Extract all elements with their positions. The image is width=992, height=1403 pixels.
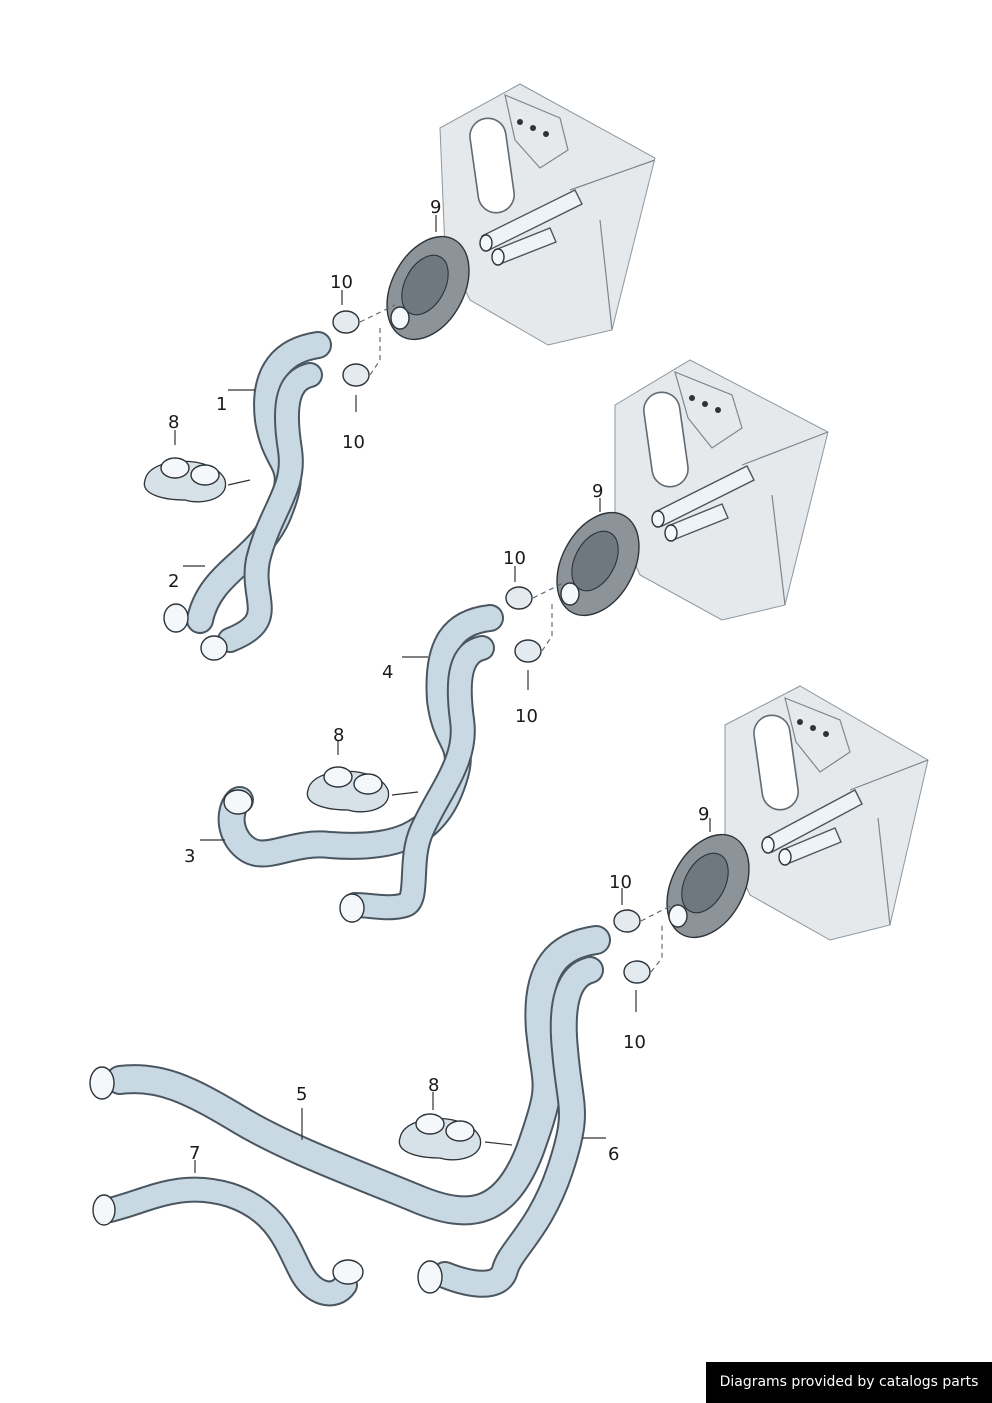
coolant-hose-7 xyxy=(92,1176,364,1307)
callout-6: 6 xyxy=(608,1144,619,1165)
leader-lines-2 xyxy=(200,498,601,841)
callout-7: 7 xyxy=(189,1143,200,1164)
callout-10-a-top: 10 xyxy=(330,272,353,293)
hose-clamps-10-a xyxy=(332,310,370,387)
assembly-group-3: 9 10 10 5 8 7 6 xyxy=(89,685,929,1307)
leader-lines-1 xyxy=(174,215,437,567)
coolant-hose-3-and-4 xyxy=(217,604,504,923)
coolant-hose-6 xyxy=(417,956,604,1298)
callout-1: 1 xyxy=(216,394,227,415)
callout-10-a-bottom: 10 xyxy=(342,432,365,453)
grommet-9-c xyxy=(666,833,750,939)
callout-4: 4 xyxy=(382,662,393,683)
callout-9-a: 9 xyxy=(430,197,441,218)
sealing-flange-8-b xyxy=(306,766,390,813)
heater-core-pipes-2 xyxy=(651,465,755,542)
callout-9-b: 9 xyxy=(592,481,603,502)
sealing-flange-8-c xyxy=(398,1113,482,1161)
callout-3: 3 xyxy=(184,846,195,867)
hose-clamps-10-c xyxy=(613,909,651,984)
assembly-group-2: 9 10 10 4 8 3 xyxy=(184,359,829,923)
callout-5: 5 xyxy=(296,1084,307,1105)
coolant-hose-5 xyxy=(89,925,611,1226)
heater-core-pipes-3 xyxy=(761,789,863,866)
callout-10-b-bottom: 10 xyxy=(515,706,538,727)
callout-8-a: 8 xyxy=(168,412,179,433)
leader-lines-3 xyxy=(194,818,711,1173)
grommet-9-a xyxy=(386,235,470,341)
callout-10-b-top: 10 xyxy=(503,548,526,569)
callout-10-c-top: 10 xyxy=(609,872,632,893)
coolant-hose-1-and-2 xyxy=(163,331,332,661)
credit-banner: Diagrams provided by catalogs parts xyxy=(706,1362,992,1403)
hose-clamps-10-b xyxy=(505,586,542,663)
callout-2: 2 xyxy=(168,571,179,592)
callout-10-c-bottom: 10 xyxy=(623,1032,646,1053)
grommet-9-b xyxy=(556,511,640,617)
assembly-group-1: 9 10 10 1 8 2 xyxy=(143,83,656,661)
heater-core-pipes-1 xyxy=(479,189,583,266)
sealing-flange-8-a xyxy=(143,457,227,503)
callout-8-c: 8 xyxy=(428,1075,439,1096)
callout-8-b: 8 xyxy=(333,725,344,746)
callout-9-c: 9 xyxy=(698,804,709,825)
